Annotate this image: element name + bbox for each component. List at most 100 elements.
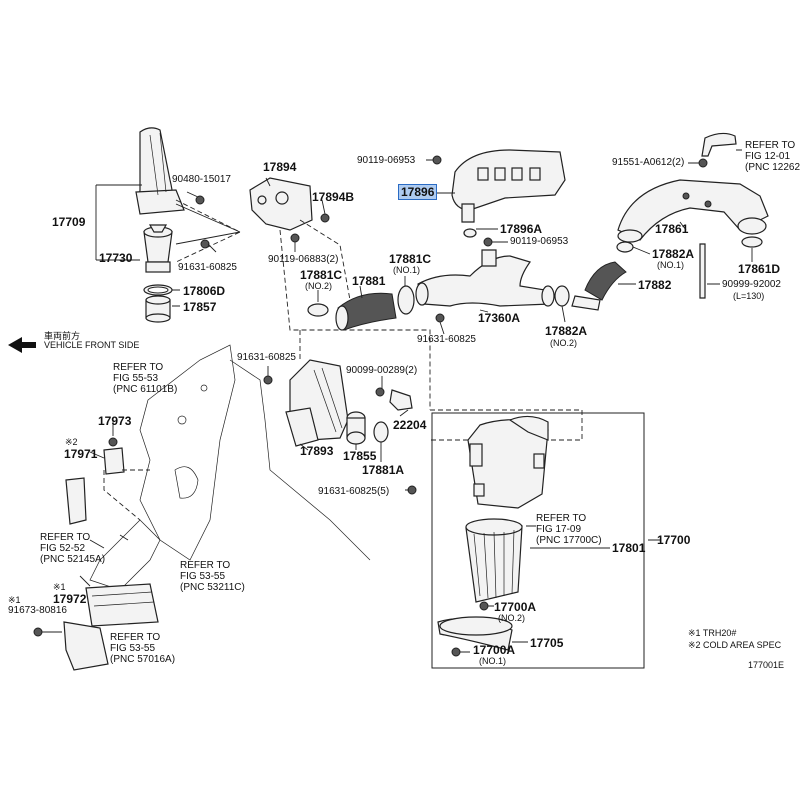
callout-17709: 17709 xyxy=(52,215,86,229)
footnote-2: ※2 COLD AREA SPEC xyxy=(688,640,782,650)
callout-17801: 17801 xyxy=(612,541,646,555)
callout-17882A-no1-qualifier: (NO.1) xyxy=(657,260,684,270)
refer-line: FIG 53-55 xyxy=(180,571,226,582)
callout-90999-92002: 90999-92002 xyxy=(722,279,781,290)
bolt-91631-60825-c xyxy=(263,375,273,385)
part-17861-air-inlet-pipe xyxy=(617,179,769,243)
refer-fig-52-52[interactable]: REFER TO FIG 52-52 (PNC 52145A) xyxy=(40,532,105,565)
callout-17972: 17972 xyxy=(53,592,87,606)
part-17881-intake-hose xyxy=(335,292,397,331)
callout-17700A-no1-qualifier: (NO.1) xyxy=(479,656,506,666)
callout-17861: 17861 xyxy=(655,222,689,236)
refer-fig-55-53[interactable]: REFER TO FIG 55-53 (PNC 61101B) xyxy=(113,362,177,395)
part-17801-filter-element xyxy=(465,518,523,603)
callout-17894B: 17894B xyxy=(312,190,355,204)
refer-fig-12-01[interactable]: REFER TO FIG 12-01 (PNC 12262) xyxy=(745,140,800,173)
callout-90480-15017: 90480-15017 xyxy=(172,174,231,185)
callout-17896A: 17896A xyxy=(500,222,543,236)
part-17709-air-inlet-duct xyxy=(135,127,185,215)
callout-17971-mark: ※2 xyxy=(65,437,78,447)
part-17972-lower xyxy=(63,621,109,671)
callout-91551-A0612: 91551-A0612(2) xyxy=(612,157,685,168)
clamp-17881A xyxy=(373,421,389,443)
screw-91551-A0612 xyxy=(698,158,708,168)
refer-line: FIG 17-09 xyxy=(536,524,582,535)
clamp-17882A-no1 xyxy=(616,241,634,253)
callout-17360A: 17360A xyxy=(478,311,521,325)
callout-91631-60825-b: 91631-60825 xyxy=(417,334,476,345)
callout-17855: 17855 xyxy=(343,449,377,463)
clip-17700A-no2 xyxy=(479,601,489,611)
callout-90119-06883: 90119-06883(2) xyxy=(268,254,339,265)
callout-17881: 17881 xyxy=(352,274,386,288)
clip-17700A-no1 xyxy=(451,647,461,657)
callout-17894: 17894 xyxy=(263,160,297,174)
refer-line: REFER TO xyxy=(110,632,161,643)
refer-line: FIG 12-01 xyxy=(745,151,791,162)
clip-17973 xyxy=(108,437,118,447)
callout-17857: 17857 xyxy=(183,300,217,314)
callout-17971: 17971 xyxy=(64,447,98,461)
refer-fig-53-55-a[interactable]: REFER TO FIG 53-55 (PNC 53211C) xyxy=(180,560,245,593)
clamp-17894B xyxy=(320,213,330,223)
callout-17861D: 17861D xyxy=(738,262,781,276)
refer-line: (PNC 12262) xyxy=(745,162,800,173)
bolt-90119-06953-b xyxy=(483,237,493,247)
callout-17700A-no1: 17700A xyxy=(473,643,516,657)
callout-17882A-no2: 17882A xyxy=(545,324,588,338)
refer-line: REFER TO xyxy=(745,140,796,151)
callout-90119-06953-b: 90119-06953 xyxy=(510,236,569,247)
part-17971-bracket xyxy=(103,447,125,475)
callout-90999-92002-qualifier: (L=130) xyxy=(733,291,765,301)
hose-12262 xyxy=(701,132,737,157)
callout-17705: 17705 xyxy=(530,636,564,650)
bolt-91631-60825-b xyxy=(435,313,445,323)
clamp-17881C-no1 xyxy=(397,285,415,315)
callout-90099-00289: 90099-00289(2) xyxy=(346,365,418,376)
callout-17806D: 17806D xyxy=(183,284,226,298)
callout-17882A-no1: 17882A xyxy=(652,247,695,261)
callout-91673-80816: 91673-80816 xyxy=(8,605,67,616)
callout-17881A: 17881A xyxy=(362,463,405,477)
callout-17730: 17730 xyxy=(99,251,133,265)
part-17894-bracket xyxy=(249,177,313,231)
callout-17700: 17700 xyxy=(657,533,691,547)
clamp-17881C-no2 xyxy=(307,303,329,317)
callout-91673-mark: ※1 xyxy=(8,595,21,605)
direction-label-en: VEHICLE FRONT SIDE xyxy=(44,340,140,350)
part-17857-hose xyxy=(145,295,171,323)
refer-fig-17-09[interactable]: REFER TO FIG 17-09 (PNC 17700C) xyxy=(536,513,602,546)
callout-17973: 17973 xyxy=(98,414,132,428)
callout-17700A-no2: 17700A xyxy=(494,600,537,614)
refer-line: (PNC 53211C) xyxy=(180,582,245,593)
refer-line: (PNC 61101B) xyxy=(113,384,178,395)
part-17705-case-cap xyxy=(437,616,513,651)
bolt-91631-60825-d xyxy=(407,485,417,495)
refer-line: FIG 53-55 xyxy=(110,643,156,654)
part-17893-inlet-duct xyxy=(285,359,349,447)
refer-line: REFER TO xyxy=(180,560,231,571)
bolt-90119-06883 xyxy=(290,233,300,243)
callout-17881C-no2-qualifier: (NO.2) xyxy=(305,281,332,291)
refer-line: (PNC 17700C) xyxy=(536,535,602,546)
callout-91631-60825-c: 91631-60825 xyxy=(237,352,296,363)
refer-fig-53-55-b[interactable]: REFER TO FIG 53-55 (PNC 57016A) xyxy=(110,632,175,665)
callout-17893: 17893 xyxy=(300,444,334,458)
part-17896-resonator xyxy=(451,149,566,223)
callout-17700A-no2-qualifier: (NO.2) xyxy=(498,613,525,623)
part-17700-air-cleaner-case xyxy=(467,415,549,509)
callout-17881C-no1: 17881C xyxy=(389,252,432,266)
bolt-90119-06953-a xyxy=(432,155,442,165)
refer-line: REFER TO xyxy=(113,362,164,373)
callout-91631-60825-a: 91631-60825 xyxy=(178,262,237,273)
part-17730-intake-resonator xyxy=(143,224,173,273)
part-17972-duct xyxy=(85,583,159,627)
refer-line: REFER TO xyxy=(40,532,91,543)
part-17971-lower xyxy=(65,477,87,525)
callout-17896-highlighted[interactable]: 17896 xyxy=(397,184,438,200)
strap-90999-92002 xyxy=(699,243,706,299)
part-17806D-clamp xyxy=(143,284,173,296)
callout-91631-60825-d: 91631-60825(5) xyxy=(318,486,390,497)
assembly-17700-frame xyxy=(431,412,645,669)
